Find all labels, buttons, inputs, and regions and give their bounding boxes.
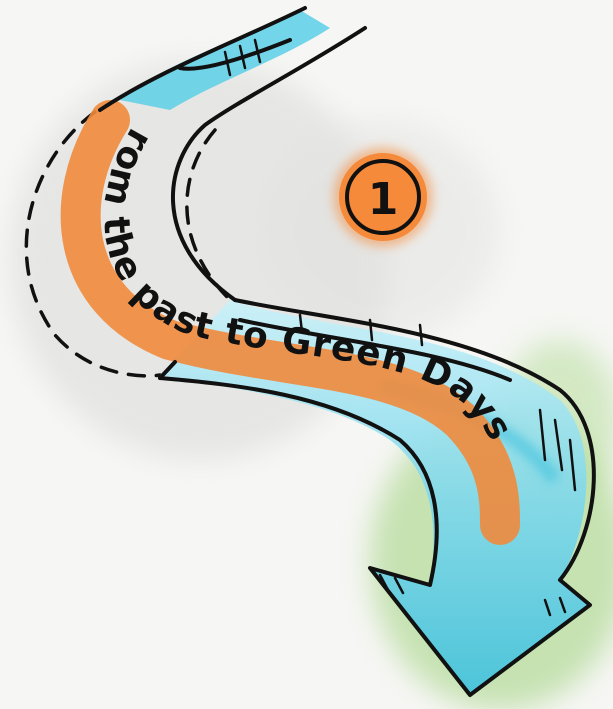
step-number: 1 — [368, 174, 399, 225]
step-badge: 1 — [333, 147, 433, 247]
